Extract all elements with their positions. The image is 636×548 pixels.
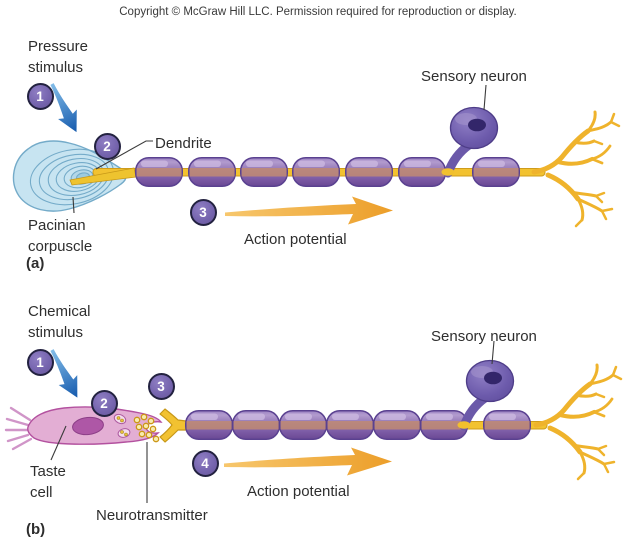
panel-a-id: (a) — [26, 255, 45, 272]
step-badge-a2: 2 — [93, 132, 121, 160]
action-potential-arrow-icon-b — [224, 447, 392, 476]
step-badge-a3: 3 — [189, 198, 217, 226]
action-potential-arrow-icon-a — [225, 196, 393, 225]
step-badge-b3: 3 — [147, 372, 175, 400]
neurotransmitter-dots — [133, 413, 160, 443]
dendrite-label: Dendrite — [155, 135, 212, 152]
taste-cell-nucleus — [72, 416, 104, 436]
panel-a-art — [12, 79, 619, 226]
step-number: 4 — [201, 455, 209, 471]
panel-b-id: (b) — [26, 521, 46, 538]
step-badge-b2: 2 — [90, 389, 118, 417]
step-number: 1 — [36, 354, 44, 370]
panel-b-art — [4, 340, 621, 503]
step-badge-b4: 4 — [191, 449, 219, 477]
pressure-stimulus-label: Pressure stimulus — [28, 38, 89, 76]
step-number: 3 — [157, 378, 165, 394]
neurotransmitter-label: Neurotransmitter — [96, 507, 208, 524]
pointer-lines-b — [50, 340, 495, 503]
step-number: 2 — [103, 138, 111, 154]
action-potential-label-a: Action potential — [244, 231, 347, 248]
action-potential-label-b: Action potential — [247, 483, 350, 500]
step-number: 3 — [199, 204, 207, 220]
step-badge-b1: 1 — [26, 348, 54, 376]
axon-terminal-branches-b — [536, 365, 621, 479]
step-number: 2 — [100, 395, 108, 411]
step-number: 1 — [36, 88, 44, 104]
chemical-stimulus-label: Chemical stimulus — [28, 303, 91, 341]
taste-cell-label: Taste cell — [30, 463, 66, 501]
sensory-neuron-label-b: Sensory neuron — [431, 328, 537, 345]
step-badge-a1: 1 — [26, 82, 54, 110]
pointer-lines-a — [72, 84, 487, 214]
microvilli — [4, 406, 33, 451]
vesicles — [113, 413, 131, 438]
axon-terminal-branches-a — [534, 112, 619, 226]
sensory-neuron-label-a: Sensory neuron — [421, 68, 527, 85]
pacinian-corpuscle-label: Pacinian corpuscle — [28, 217, 93, 255]
copyright-notice: Copyright © McGraw Hill LLC. Permission … — [119, 6, 517, 18]
dendrite-terminal-b — [159, 408, 187, 443]
